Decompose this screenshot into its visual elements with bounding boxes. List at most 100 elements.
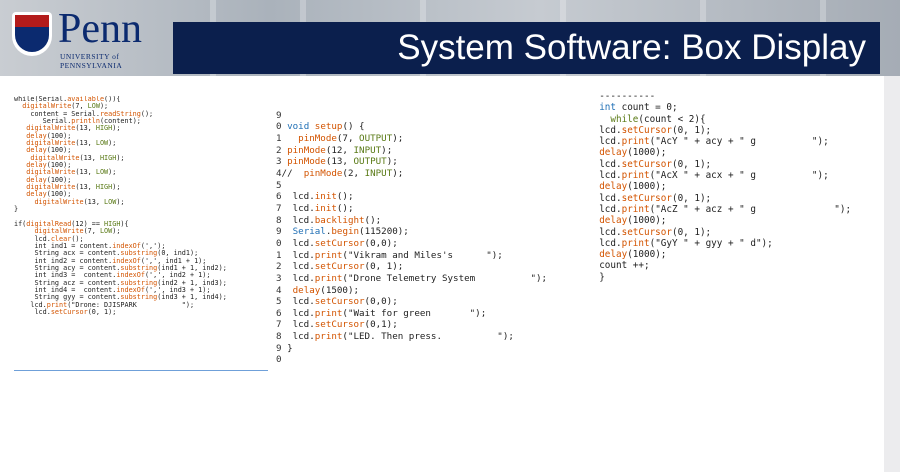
line-number: 9 xyxy=(276,342,282,354)
code-line: delay(1000); xyxy=(599,181,667,193)
code-text: lcd.init(); xyxy=(281,202,354,214)
code-line: lcd.setCursor(0, 1); xyxy=(588,192,712,204)
penn-shield-icon xyxy=(12,12,52,56)
code-line: lcd.print("AcY " + acy + " g "); xyxy=(588,136,829,148)
code-line: lcd.print("AcZ " + acz + " g "); xyxy=(588,203,852,215)
code-line: String acz = content.substring(ind2 + 1,… xyxy=(14,278,227,287)
line-number: 9 xyxy=(276,109,282,121)
code-line: Serial.println(content); xyxy=(14,117,141,126)
header-banner: System Software: Box Display Penn UNIVER… xyxy=(0,0,900,76)
code-line: 2 lcd.setCursor(0, 1); xyxy=(276,261,566,273)
code-block-right: ---------- int count = 0; while(count < … xyxy=(588,91,878,283)
code-panel-left: while(Serial.available()){ digitalWrite(… xyxy=(14,96,268,371)
code-line: 7 lcd.setCursor(0,1); xyxy=(276,319,566,331)
code-line: lcd.setCursor(0, 1); xyxy=(588,226,712,238)
code-line: String acx = content.substring(0, ind1); xyxy=(14,249,199,258)
code-line: lcd.print("GyY " + gyy + " d"); xyxy=(588,237,773,249)
code-line: count ++; xyxy=(588,260,650,272)
code-line: 7 lcd.init(); xyxy=(276,203,566,215)
code-text: } xyxy=(281,342,293,354)
line-number: 7 xyxy=(276,202,282,214)
code-line: delay(100); xyxy=(26,131,72,140)
line-number: 2 xyxy=(276,144,282,156)
code-line: 8 lcd.print("LED. Then press. "); xyxy=(276,331,566,343)
code-text: pinMode(13, OUTPUT); xyxy=(287,156,398,168)
line-number xyxy=(276,98,282,109)
code-line: 0 xyxy=(276,354,566,366)
code-line: digitalWrite(13, LOW); xyxy=(34,197,125,206)
code-line: while(Serial.available()){ xyxy=(14,96,121,103)
title-bar: System Software: Box Display xyxy=(173,22,880,74)
code-line: int ind4 = content.indexOf(',', ind3 + 1… xyxy=(14,285,211,294)
line-number: 4 xyxy=(276,167,282,179)
code-line: int ind2 = content.indexOf(',', ind1 + 1… xyxy=(14,256,207,265)
slide-content xyxy=(0,76,900,472)
code-text: lcd.backlight(); xyxy=(281,214,382,226)
code-text: lcd.setCursor(0,0); xyxy=(281,237,398,249)
code-line: lcd.print("Drone: DJISPARK "); xyxy=(14,300,195,309)
code-line xyxy=(276,98,566,110)
code-line: delay(100); xyxy=(26,146,72,155)
line-number: 6 xyxy=(276,191,282,203)
line-number: 3 xyxy=(276,272,282,284)
code-line: 1 lcd.print("Vikram and Miles's "); xyxy=(276,250,566,262)
code-line: 3 lcd.print("Drone Telemetry System "); xyxy=(276,273,566,285)
code-line: 6 lcd.init(); xyxy=(276,191,566,203)
code-text: lcd.setCursor(0,1); xyxy=(281,319,398,331)
line-number: 0 xyxy=(276,237,282,249)
code-line: digitalWrite(13, HIGH); xyxy=(26,124,121,133)
slide-title: System Software: Box Display xyxy=(397,28,866,67)
code-line: String gyy = content.substring(ind3 + 1,… xyxy=(14,293,227,302)
code-text: lcd.setCursor(0,0); xyxy=(281,296,398,308)
code-line: ---------- xyxy=(588,91,656,102)
code-line: 4// pinMode(2, INPUT); xyxy=(276,168,566,180)
code-text: // pinMode(2, INPUT); xyxy=(281,167,404,179)
code-line: delay(1000); xyxy=(599,249,667,261)
line-number: 8 xyxy=(276,331,282,343)
code-text: lcd.print("Drone Telemetry System "); xyxy=(281,272,548,284)
code-text: lcd.setCursor(0, 1); xyxy=(281,261,404,273)
logo-subtitle: UNIVERSITY of PENNSYLVANIA xyxy=(60,52,123,70)
line-number: 7 xyxy=(276,319,282,331)
line-number: 1 xyxy=(276,132,282,144)
line-number: 4 xyxy=(276,284,282,296)
penn-logo: Penn UNIVERSITY of PENNSYLVANIA xyxy=(12,6,172,70)
code-line: digitalWrite(7, LOW); xyxy=(22,102,109,111)
code-line: String acy = content.substring(ind1 + 1,… xyxy=(14,263,227,272)
code-line: lcd.clear(); xyxy=(14,234,84,243)
logo-wordmark: Penn xyxy=(58,6,142,52)
code-text: delay(1500); xyxy=(292,284,360,296)
code-line: digitalWrite(7, LOW); xyxy=(34,227,121,236)
line-number: 9 xyxy=(276,226,282,238)
code-line: 5 xyxy=(276,180,566,192)
code-line: } xyxy=(588,271,605,283)
code-text: lcd.print("Wait for green "); xyxy=(281,307,487,319)
code-line: digitalWrite(13, HIGH); xyxy=(26,183,121,192)
code-line: 0 void setup() { xyxy=(276,121,566,133)
code-line: 0 lcd.setCursor(0,0); xyxy=(276,238,566,250)
code-line: lcd.setCursor(0, 1); xyxy=(588,158,712,170)
code-line: delay(100); xyxy=(26,161,72,170)
code-line: delay(1000); xyxy=(599,215,667,227)
code-block-left: while(Serial.available()){ digitalWrite(… xyxy=(14,96,268,316)
code-line: 5 lcd.setCursor(0,0); xyxy=(276,296,566,308)
code-line: lcd.setCursor(0, 1); xyxy=(14,307,117,316)
code-text: lcd.print("Vikram and Miles's "); xyxy=(281,249,503,261)
window-edge xyxy=(884,76,900,472)
code-line: digitalWrite(13, HIGH); xyxy=(30,153,125,162)
code-line: while(count < 2){ xyxy=(610,113,706,125)
code-line: 9 xyxy=(276,110,566,122)
code-line: digitalWrite(13, LOW); xyxy=(26,139,117,148)
code-line: content = Serial.readString(); xyxy=(14,109,154,118)
code-line: 2 pinMode(12, INPUT); xyxy=(276,145,566,157)
code-text: lcd.print("LED. Then press. "); xyxy=(281,331,514,343)
code-panel-right: ---------- int count = 0; while(count < … xyxy=(588,91,878,301)
code-line: int ind1 = content.indexOf(','); xyxy=(14,241,166,250)
code-line: delay(100); xyxy=(26,175,72,184)
code-text: lcd.init(); xyxy=(281,191,354,203)
code-text: pinMode(12, INPUT); xyxy=(287,144,393,156)
code-line: digitalWrite(13, LOW); xyxy=(26,168,117,177)
code-line: delay(100); xyxy=(26,190,72,199)
